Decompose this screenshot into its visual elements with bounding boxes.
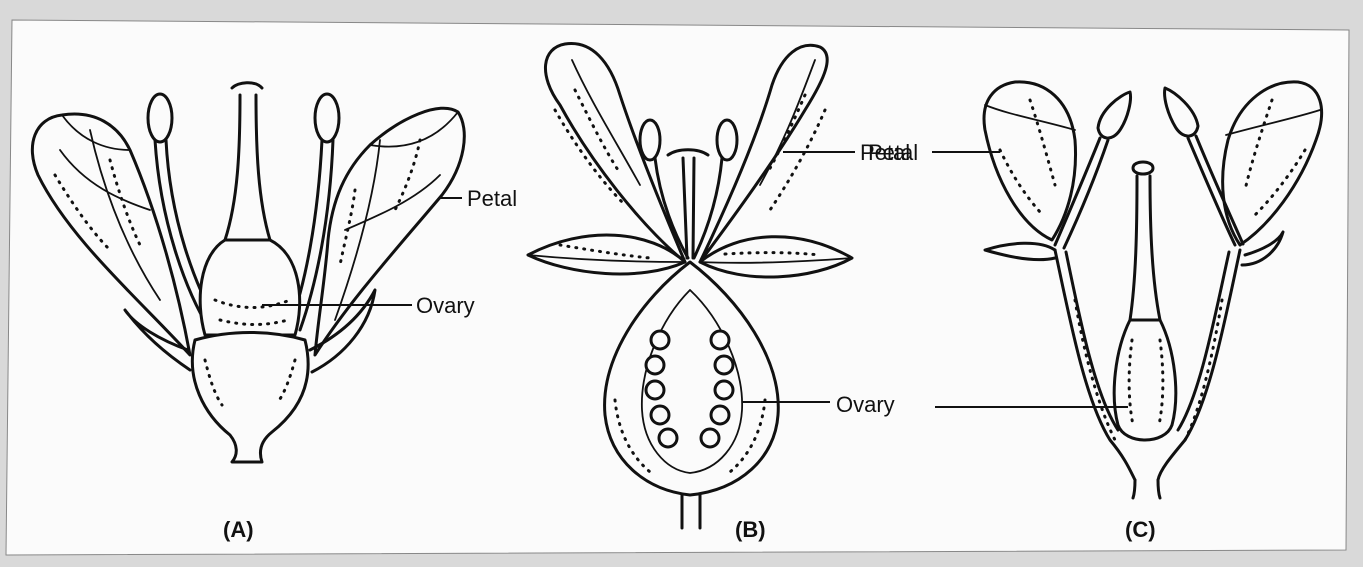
flower-a-label-ovary: Ovary (416, 293, 475, 318)
flower-b-caption: (B) (735, 517, 766, 542)
flower-a-caption: (A) (223, 517, 254, 542)
flower-c-label-petal: Petal (868, 140, 918, 165)
flower-c-caption: (C) (1125, 517, 1156, 542)
flower-b-label-ovary: Ovary (836, 392, 895, 417)
flower-a-label-petal: Petal (467, 186, 517, 211)
